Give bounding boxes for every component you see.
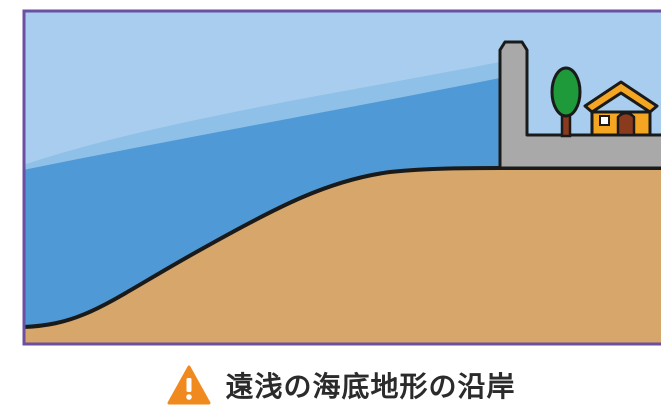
caption-bar: 遠浅の海底地形の沿岸 xyxy=(22,352,661,418)
house-icon xyxy=(583,80,659,137)
diagram-border xyxy=(22,9,661,346)
tree-icon xyxy=(550,66,582,138)
seabed xyxy=(23,168,661,344)
shallow-coast-illustration xyxy=(22,9,661,346)
seabed-outline xyxy=(23,166,661,329)
caption-title: 遠浅の海底地形の沿岸 xyxy=(225,370,516,403)
warning-icon xyxy=(167,365,211,405)
